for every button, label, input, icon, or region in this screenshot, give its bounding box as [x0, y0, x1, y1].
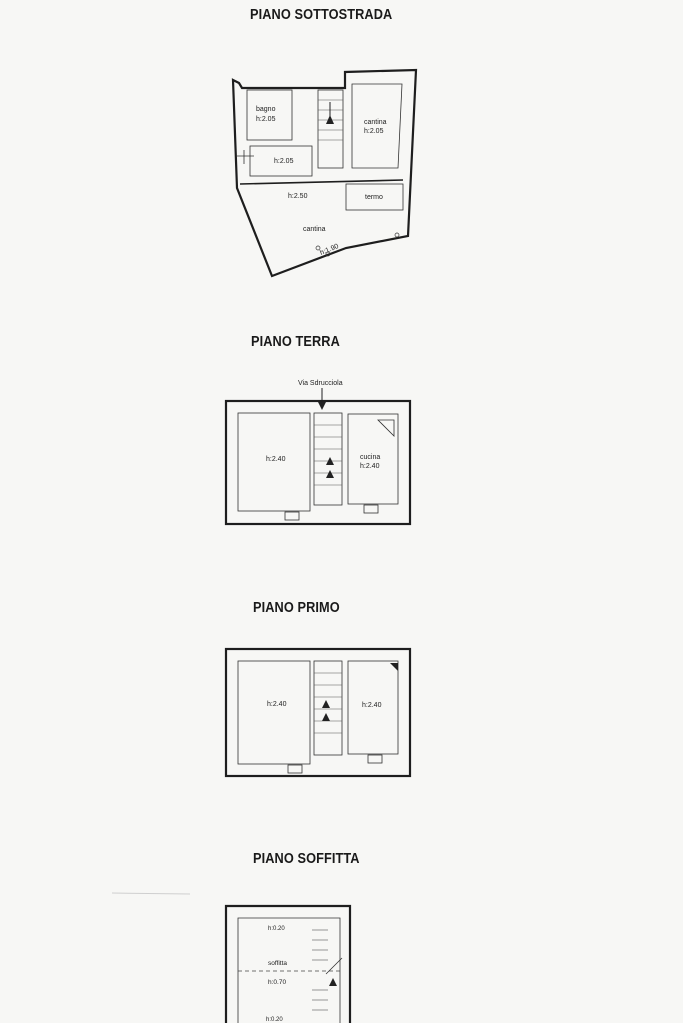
label-bagno-height: h:2.05: [256, 116, 276, 123]
label-cucina-height: h:2.40: [360, 463, 380, 470]
label-termo: termo: [365, 194, 383, 201]
label-soffitta: soffitta: [268, 960, 287, 967]
label-height-250: h:2.50: [288, 193, 308, 200]
label-terra-left-height: h:2.40: [266, 456, 286, 463]
label-primo-right-height: h:2.40: [362, 702, 382, 709]
label-cantina-top: cantina: [364, 119, 387, 126]
label-cucina: cucina: [360, 454, 380, 461]
plan-sottostrada: bagno h:2.05 cantina h:2.05 h:2.05 h:2.5…: [231, 68, 418, 278]
plan-terra: Via Sdrucciola: [224, 380, 412, 526]
label-bagno: bagno: [256, 106, 276, 113]
heading-piano-primo: PIANO PRIMO: [253, 600, 340, 616]
label-cantina-top-height: h:2.05: [364, 128, 384, 135]
heading-piano-sottostrada: PIANO SOTTOSTRADA: [250, 7, 393, 23]
plan-soffitta: h:0.20 soffitta h:0.70 h:0.20: [111, 892, 352, 1023]
label-via-sdrucciola: Via Sdrucciola: [298, 380, 343, 387]
label-soffitta-height-bottom: h:0.20: [266, 1017, 283, 1023]
label-corridor-height: h:2.05: [274, 158, 294, 165]
label-primo-left-height: h:2.40: [267, 701, 287, 708]
label-cantina-bottom: cantina: [303, 226, 326, 233]
plan-primo: h:2.40 h:2.40: [224, 647, 412, 778]
heading-piano-terra: PIANO TERRA: [251, 334, 340, 350]
label-soffitta-height-mid: h:0.70: [268, 979, 286, 986]
heading-piano-soffitta: PIANO SOFFITTA: [253, 851, 360, 867]
label-soffitta-height-top: h:0.20: [268, 926, 285, 932]
